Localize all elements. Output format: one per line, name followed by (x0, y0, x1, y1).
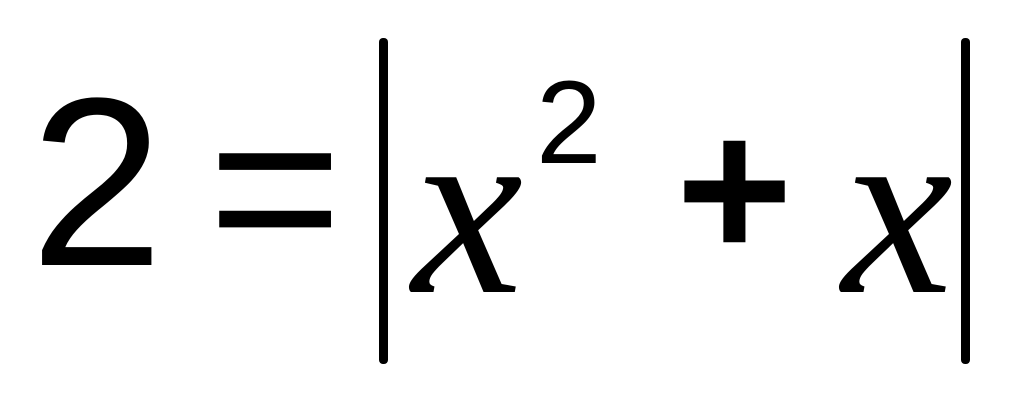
absolute-value-left-bar (379, 38, 388, 364)
variable-x-term2: x (842, 70, 953, 347)
variable-x-term1: x (412, 70, 523, 347)
exponent: 2 (536, 57, 602, 189)
plus-sign: + (676, 78, 793, 301)
absolute-value-right-bar (961, 38, 970, 364)
lhs-number: 2 (30, 48, 164, 316)
equals-sign: = (208, 58, 343, 315)
